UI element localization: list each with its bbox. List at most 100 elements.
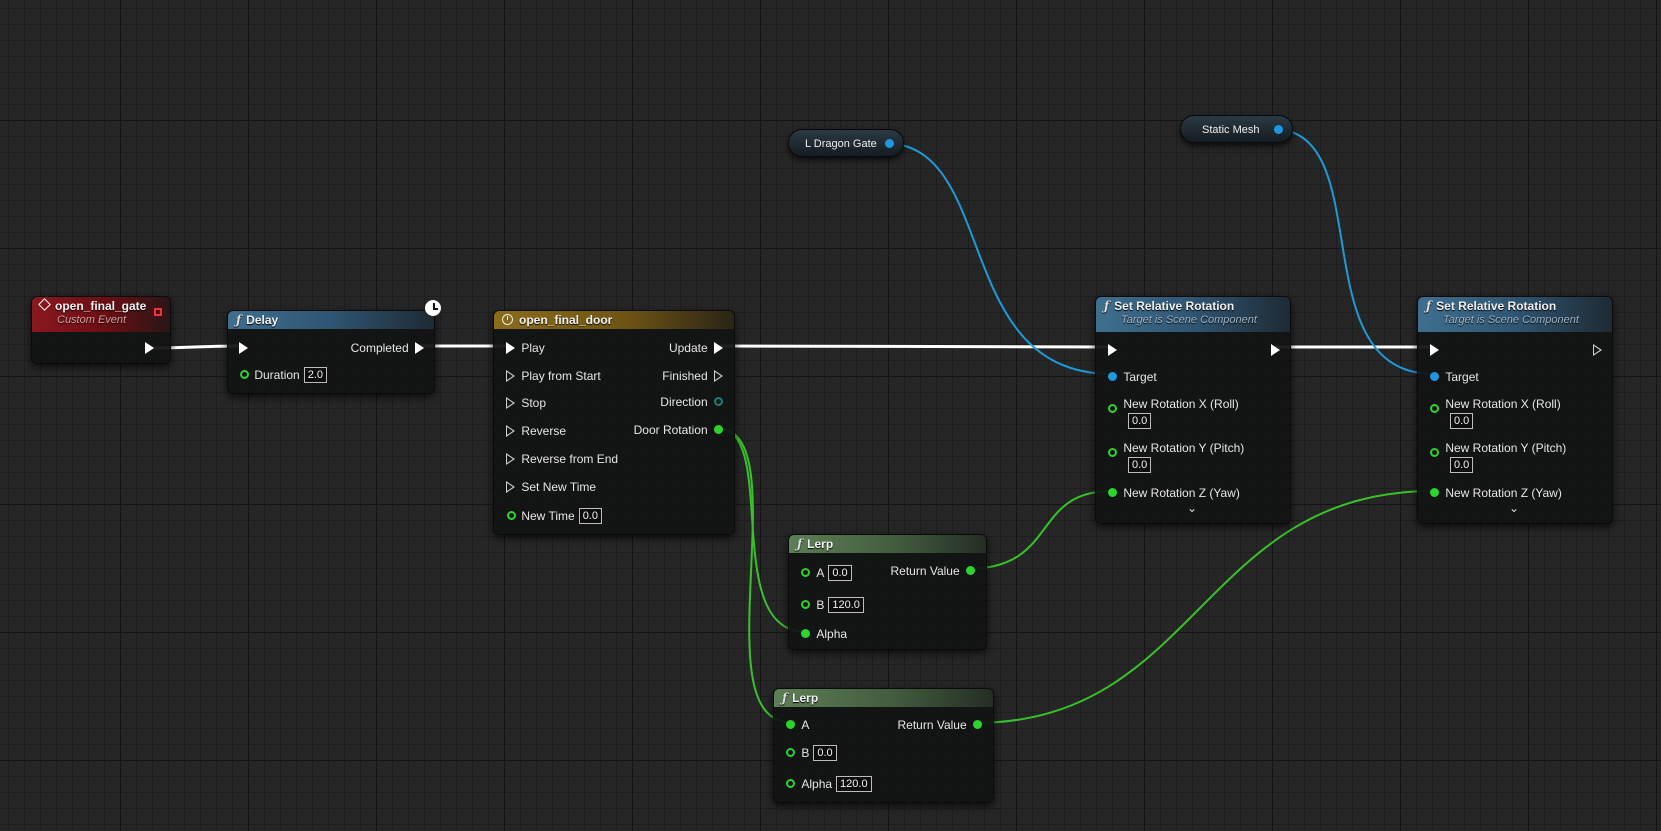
lerp-2-a-label: A (801, 717, 810, 732)
timeline-new-time-input[interactable]: 0.0 (578, 507, 602, 524)
timeline-reverse-pin[interactable]: Reverse (506, 422, 566, 438)
chevron-down-icon[interactable]: ⌄ (1509, 501, 1520, 515)
timeline-door-rotation-pin[interactable]: Door Rotation (634, 421, 723, 437)
set-rotation-2-y-input[interactable]: 0.0 (1450, 456, 1474, 473)
float-pin-icon (714, 425, 723, 435)
delay-duration-input[interactable]: 2.0 (303, 366, 327, 383)
lerp-1-alpha-label: Alpha (816, 626, 848, 641)
set-rotation-2-z-label: New Rotation Z (Yaw) (1445, 485, 1562, 500)
exec-in-icon (1108, 343, 1117, 356)
set-rotation-2-x-value-row: 0.0 (1446, 412, 1474, 429)
timeline-new-time-label: New Time (521, 508, 575, 523)
set-rotation-1-x-value-row: 0.0 (1124, 412, 1152, 429)
static-mesh-variable-node[interactable]: Static Mesh (1180, 115, 1293, 143)
lerp-1-return-pin[interactable]: Return Value (890, 562, 975, 578)
lerp-2-return-label: Return Value (897, 717, 967, 732)
set-rotation-2-y-pin[interactable]: New Rotation Y (Pitch) (1430, 439, 1567, 457)
set-rotation-2-x-input[interactable]: 0.0 (1450, 412, 1474, 429)
timeline-update-pin[interactable]: Update (669, 339, 723, 355)
lerp-2-b-input[interactable]: 0.0 (813, 744, 837, 761)
delegate-pin-icon[interactable] (154, 308, 162, 316)
object-pin-icon (1108, 372, 1117, 382)
function-icon: ƒ (1426, 299, 1432, 313)
set-rotation-1-x-label: New Rotation X (Roll) (1123, 396, 1239, 411)
dragon-gate-variable-node[interactable]: L Dragon Gate (788, 129, 904, 157)
custom-event-title: open_final_gate (55, 299, 147, 313)
delay-exec-in-pin[interactable] (239, 339, 248, 355)
object-pin-icon[interactable] (885, 139, 894, 148)
delay-completed-pin[interactable]: Completed (351, 339, 424, 355)
timeline-set-new-time-pin[interactable]: Set New Time (506, 478, 596, 494)
set-rotation-1-x-pin[interactable]: New Rotation X (Roll) (1108, 395, 1239, 413)
timeline-play-pin[interactable]: Play (506, 339, 545, 355)
float-pin-icon (507, 511, 516, 521)
set-rotation-1-x-input[interactable]: 0.0 (1128, 412, 1152, 429)
set-rotation-1-exec-in-pin[interactable] (1108, 341, 1117, 357)
set-rotation-2-x-pin[interactable]: New Rotation X (Roll) (1430, 395, 1561, 413)
timeline-set-new-time-label: Set New Time (521, 479, 597, 494)
event-diamond-icon (38, 298, 51, 311)
timeline-reverse-from-end-pin[interactable]: Reverse from End (506, 450, 618, 466)
lerp-2-alpha-input[interactable]: 120.0 (836, 775, 872, 792)
lerp-1-b-label: B (816, 597, 825, 612)
exec-wire-timeline-to-setrot1 (718, 344, 1112, 349)
float-pin-icon (1108, 404, 1117, 413)
set-rotation-1-y-input[interactable]: 0.0 (1128, 456, 1152, 473)
set-rotation-1-y-pin[interactable]: New Rotation Y (Pitch) (1108, 439, 1244, 457)
chevron-down-icon[interactable]: ⌄ (1187, 501, 1198, 515)
set-rotation-2-exec-in-pin[interactable] (1430, 341, 1439, 357)
delay-completed-label: Completed (350, 340, 409, 355)
timeline-play-from-start-pin[interactable]: Play from Start (506, 367, 601, 383)
lerp-2-a-pin[interactable]: A (786, 716, 809, 732)
timeline-header: open_final_door (494, 311, 734, 329)
set-rotation-1-target-pin[interactable]: Target (1108, 368, 1157, 384)
timeline-finished-pin[interactable]: Finished (662, 367, 723, 383)
event-exec-out-pin[interactable] (145, 339, 154, 355)
float-pin-icon (801, 629, 810, 639)
set-rotation-1-target-label: Target (1123, 369, 1157, 384)
timeline-direction-pin[interactable]: Direction (660, 393, 723, 409)
set-rotation-2-target-label: Target (1445, 369, 1479, 384)
custom-event-node[interactable]: open_final_gate Custom Event (31, 296, 171, 364)
set-rotation-1-exec-out-pin[interactable] (1271, 341, 1280, 357)
object-pin-icon[interactable] (1274, 125, 1283, 134)
timeline-play-from-start-label: Play from Start (521, 368, 601, 383)
set-rotation-2-y-label: New Rotation Y (Pitch) (1445, 440, 1567, 455)
lerp-1-return-label: Return Value (890, 563, 960, 578)
delay-duration-label: Duration (254, 367, 300, 382)
lerp-1-alpha-pin[interactable]: Alpha (801, 625, 847, 641)
timeline-stop-pin[interactable]: Stop (506, 394, 546, 410)
lerp-1-a-input[interactable]: 0.0 (828, 564, 852, 581)
lerp-2-return-pin[interactable]: Return Value (897, 716, 982, 732)
set-rotation-2-target-pin[interactable]: Target (1430, 368, 1479, 384)
lerp-1-b-input[interactable]: 120.0 (828, 596, 864, 613)
set-rotation-1-title: Set Relative Rotation (1114, 299, 1235, 313)
timeline-icon (502, 314, 513, 325)
exec-in-icon (506, 424, 515, 437)
set-rotation-2-z-pin[interactable]: New Rotation Z (Yaw) (1430, 484, 1562, 500)
set-rotation-2-exec-out-pin[interactable] (1593, 341, 1602, 357)
set-rotation-1-z-label: New Rotation Z (Yaw) (1123, 485, 1240, 500)
timeline-node[interactable]: open_final_door Play Play from Start Sto… (493, 310, 735, 535)
float-pin-icon (1430, 488, 1439, 498)
delay-title: Delay (246, 313, 279, 327)
exec-in-icon (506, 452, 515, 465)
clock-icon (424, 299, 442, 317)
timeline-update-label: Update (668, 340, 708, 355)
set-rotation-1-z-pin[interactable]: New Rotation Z (Yaw) (1108, 484, 1240, 500)
object-pin-icon (1430, 372, 1439, 382)
